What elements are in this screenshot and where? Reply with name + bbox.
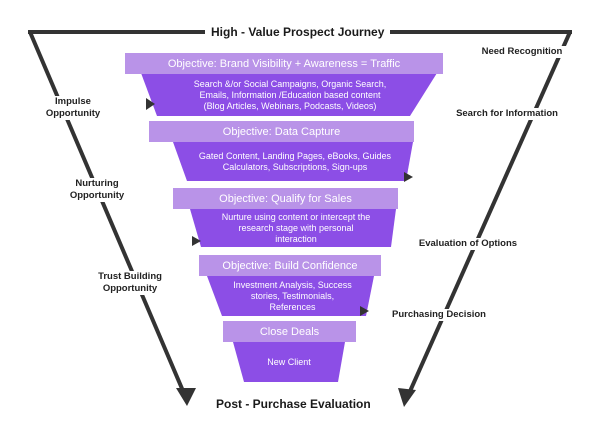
stage-body-4: [207, 276, 374, 316]
stage-arrow-4: [360, 306, 369, 316]
right-label-search-information: Search for Information: [445, 108, 569, 120]
right-label-purchasing-decision: Purchasing Decision: [384, 309, 494, 321]
stage-body-5: [233, 342, 345, 382]
left-label-impulse: Impulse Opportunity: [28, 96, 118, 120]
stage-content-5: New Client: [267, 356, 311, 367]
left-arrowhead: [176, 388, 196, 406]
stage-content-1: Search &/or Social Campaigns, Organic Se…: [193, 78, 387, 111]
stage-body-3: [190, 209, 396, 247]
stage-arrow-3: [192, 236, 201, 246]
stage-body-2: [173, 142, 413, 181]
stage-content-3: Nurture using content or intercept the r…: [221, 211, 371, 244]
stage-arrow-2: [404, 172, 413, 182]
stage-arrow-1: [146, 98, 155, 110]
right-label-need-recognition: Need Recognition: [470, 46, 574, 58]
stage-body-1: [141, 73, 437, 116]
objective-bar-3: Objective: Qualify for Sales: [173, 188, 398, 209]
right-funnel-line: [405, 31, 572, 399]
right-label-evaluation-options: Evaluation of Options: [408, 238, 528, 250]
left-label-nurturing: Nurturing Opportunity: [52, 178, 142, 202]
diagram-footer: Post - Purchase Evaluation: [216, 397, 371, 411]
left-funnel-line: [28, 31, 188, 399]
stage-content-4: Investment Analysis, Success stories, Te…: [233, 279, 352, 312]
objective-bar-4: Objective: Build Confidence: [199, 255, 381, 276]
left-label-trust: Trust Building Opportunity: [80, 271, 180, 295]
objective-bar-1: Objective: Brand Visibility + Awareness …: [125, 53, 443, 74]
diagram-title: High - Value Prospect Journey: [205, 25, 391, 39]
objective-bar-5: Close Deals: [223, 321, 356, 342]
stage-content-2: Gated Content, Landing Pages, eBooks, Gu…: [198, 150, 392, 172]
right-arrowhead: [398, 388, 416, 407]
objective-bar-2: Objective: Data Capture: [149, 121, 414, 142]
